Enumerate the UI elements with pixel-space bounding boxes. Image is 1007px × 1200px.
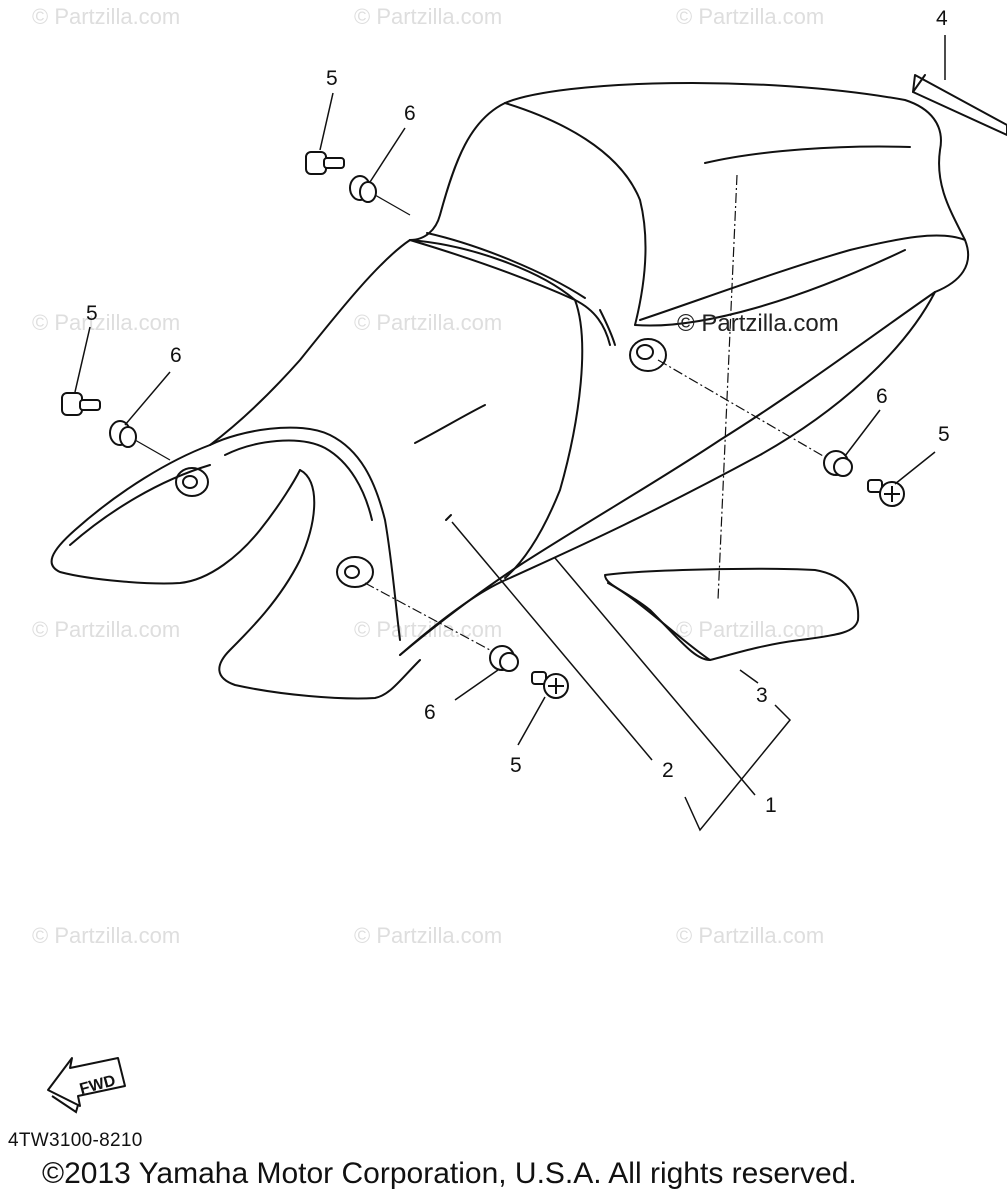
tape-part-4: [912, 74, 1007, 136]
callout-6-top: 6: [404, 102, 416, 125]
watermark-row4-b: © Partzilla.com: [354, 923, 503, 948]
seat-front-top: [409, 239, 584, 579]
watermark-row4-a: © Partzilla.com: [32, 923, 181, 948]
seat-lower-edge: [399, 291, 936, 656]
grommet-right-icon: [823, 450, 853, 477]
callout-4: 4: [936, 7, 948, 30]
centerline-mid-left: [134, 439, 171, 461]
callout-5-top: 5: [326, 67, 338, 90]
leader-6-right: [844, 409, 881, 457]
seat-rear-crest: [504, 102, 647, 326]
seat-top-ridge: [409, 102, 506, 241]
leader-6-left: [124, 371, 171, 426]
pad-part-3: [604, 567, 860, 661]
watermark-row1-b: © Partzilla.com: [354, 4, 503, 29]
callout-2: 2: [662, 759, 674, 782]
callout-5-left: 5: [86, 302, 98, 325]
leader-3: [739, 669, 759, 684]
centerline-top-left: [374, 194, 411, 216]
seat-outline: [399, 82, 970, 656]
fwd-arrow-icon: FWD: [47, 1057, 126, 1114]
seat-step-line: [409, 239, 611, 346]
grommet-top-left-icon: [349, 175, 377, 203]
copyright-notice: ©2013 Yamaha Motor Corporation, U.S.A. A…: [42, 1157, 857, 1190]
callout-5-lower: 5: [510, 754, 522, 777]
watermark-main: © Partzilla.com: [677, 310, 839, 337]
centerline-front-right: [364, 582, 491, 651]
seat-flap-rim-inner: [224, 439, 373, 521]
mount-hole-front-left: [175, 467, 209, 497]
leader-2: [451, 521, 653, 761]
bolt-top-left-icon: [305, 151, 345, 175]
seat-crease: [599, 309, 616, 346]
watermark-row3-c: © Partzilla.com: [676, 617, 825, 642]
callout-6-right: 6: [876, 385, 888, 408]
seat-crease-2: [704, 145, 911, 164]
mount-hole-rear-inner: [636, 344, 654, 360]
diagram-code: 4TW3100-8210: [8, 1130, 143, 1151]
tape-part-4-slant: [912, 74, 926, 93]
leader-5-lower: [517, 696, 546, 746]
mount-hole-front-left-inner: [182, 475, 198, 489]
leader-6-lower: [454, 669, 499, 701]
centerline-rear-mount: [657, 359, 831, 461]
seat-center-mark: [414, 404, 486, 444]
bolt-lower-icon: [531, 671, 569, 699]
centerline-part-3: [717, 174, 738, 601]
watermark-row2-a: © Partzilla.com: [32, 310, 181, 335]
pad-part-3-edge: [607, 582, 711, 661]
watermark-row2-b: © Partzilla.com: [354, 310, 503, 335]
leader-6-top: [369, 127, 406, 183]
seat-center-dot: [445, 514, 452, 521]
seat-side-lower: [634, 249, 906, 327]
watermark-row3-b: © Partzilla.com: [354, 617, 503, 642]
mount-hole-front-right: [336, 556, 374, 588]
callout-6-left: 6: [170, 344, 182, 367]
callout-3: 3: [756, 684, 768, 707]
bolt-right-icon: [867, 479, 905, 507]
seat-pad-inner: [209, 239, 411, 446]
watermark-row3-a: © Partzilla.com: [32, 617, 181, 642]
bracket-1-3: [684, 704, 792, 832]
seat-front-flap-inner: [69, 464, 211, 546]
leader-5-left: [74, 326, 91, 393]
callout-6-lower: 6: [424, 701, 436, 724]
seat-rear-cowl: [639, 234, 966, 321]
grommet-mid-left-icon: [109, 420, 137, 448]
seat-crease-3: [426, 232, 586, 299]
callout-1: 1: [765, 794, 777, 817]
bolt-mid-left-icon: [61, 392, 101, 416]
watermark-row4-c: © Partzilla.com: [676, 923, 825, 948]
leader-5-right: [894, 451, 936, 485]
grommet-lower-icon: [489, 645, 519, 672]
seat-front-flap: [50, 444, 301, 585]
seat-front-flap-lower: [218, 469, 421, 700]
seat-flap-rim: [209, 426, 401, 641]
leader-5-top: [319, 92, 334, 151]
mount-hole-rear: [629, 338, 667, 372]
mount-hole-front-right-inner: [344, 565, 360, 579]
watermark-row1-a: © Partzilla.com: [32, 4, 181, 29]
callout-5-right: 5: [938, 423, 950, 446]
leader-1: [554, 557, 756, 796]
watermark-row1-c: © Partzilla.com: [676, 4, 825, 29]
